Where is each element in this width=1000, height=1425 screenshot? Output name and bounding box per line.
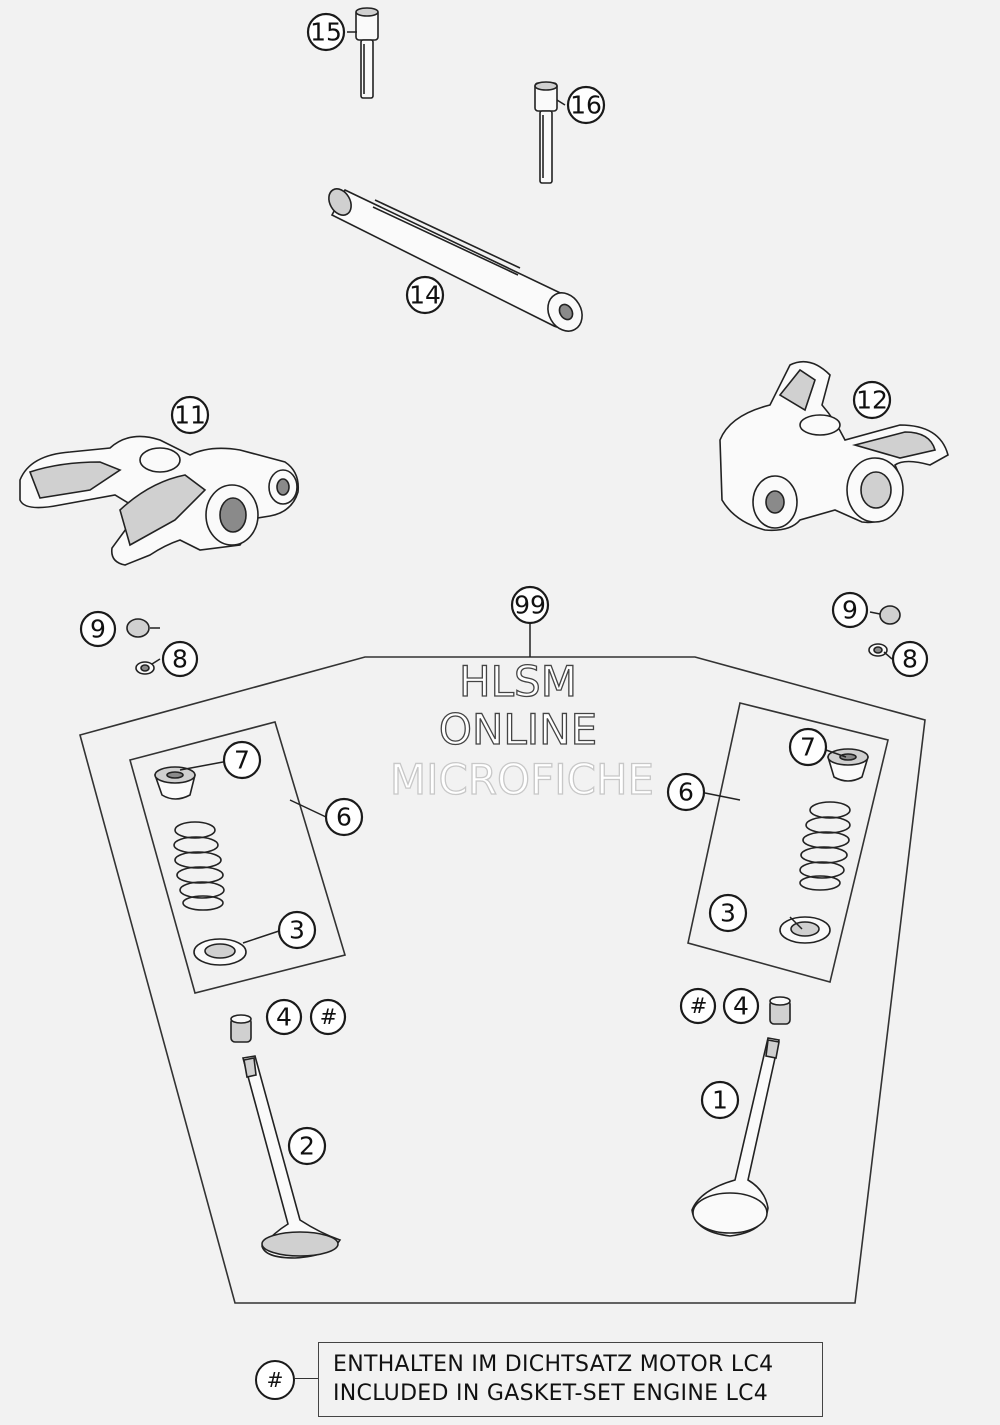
callout-3-left: 3	[277, 910, 317, 950]
callout-3-right-label: 3	[720, 899, 736, 928]
callout-1: 1	[700, 1080, 740, 1120]
callout-16: 16	[566, 85, 606, 125]
legend-hash-marker: #	[255, 1360, 295, 1400]
callout-15: 15	[306, 12, 346, 52]
callout-12: 12	[852, 380, 892, 420]
callout-1-label: 1	[712, 1086, 728, 1115]
callout-8-left-label: 8	[172, 645, 188, 674]
callout-hash-left-label: #	[320, 1005, 337, 1029]
callout-7-right-label: 7	[800, 733, 816, 762]
callout-6-right-label: 6	[678, 778, 694, 807]
callout-99-label: 99	[514, 591, 546, 620]
callout-4-right: 4	[722, 987, 760, 1025]
callout-hash-left: #	[309, 998, 347, 1036]
valve-2[interactable]	[241, 1055, 342, 1259]
clip-8-right[interactable]	[868, 643, 888, 657]
bolt-15[interactable]	[355, 7, 379, 99]
callout-4-right-label: 4	[733, 992, 749, 1021]
clip-8-left[interactable]	[135, 661, 155, 675]
valve-1[interactable]	[691, 1037, 780, 1237]
callout-2-label: 2	[299, 1132, 315, 1161]
callout-9-left: 9	[79, 610, 117, 648]
legend-line-english: INCLUDED IN GASKET-SET ENGINE LC4	[333, 1381, 769, 1406]
callout-12-label: 12	[856, 386, 888, 415]
valve-stem-seal-4-right[interactable]	[769, 996, 791, 1025]
legend-box: ENTHALTEN IM DICHTSATZ MOTOR LC4 INCLUDE…	[318, 1342, 823, 1417]
valve-spring-left[interactable]	[173, 821, 225, 911]
legend-line-german: ENTHALTEN IM DICHTSATZ MOTOR LC4	[333, 1352, 774, 1377]
callout-16-label: 16	[570, 91, 602, 120]
spring-seat-3-left[interactable]	[193, 938, 247, 966]
cap-9-left[interactable]	[126, 618, 150, 638]
callout-2: 2	[287, 1126, 327, 1166]
spring-retainer-7-left[interactable]	[154, 766, 196, 800]
cap-9-right[interactable]	[879, 605, 901, 625]
callout-99: 99	[510, 585, 550, 625]
spring-seat-3-right[interactable]	[779, 916, 831, 944]
spring-group-right-frame	[687, 702, 889, 983]
callout-hash-right-label: #	[690, 994, 707, 1018]
callout-8-right-label: 8	[902, 645, 918, 674]
watermark-line-1: HLSM	[459, 657, 577, 706]
watermark-line-3: MICROFICHE	[390, 755, 654, 804]
callout-11-label: 11	[174, 401, 206, 430]
legend-connector	[294, 1378, 318, 1379]
callout-8-right: 8	[891, 640, 929, 678]
callout-4-left-label: 4	[276, 1003, 292, 1032]
rocker-arm-11[interactable]	[19, 435, 300, 566]
leader-lines	[150, 31, 893, 944]
spring-group-left-frame	[129, 721, 347, 994]
callout-15-label: 15	[310, 18, 342, 47]
callout-6-left: 6	[324, 797, 364, 837]
callout-9-left-label: 9	[90, 615, 106, 644]
callout-hash-right: #	[679, 987, 717, 1025]
bolt-16[interactable]	[534, 81, 558, 184]
callout-7-right: 7	[788, 727, 828, 767]
callout-8-left: 8	[161, 640, 199, 678]
callout-9-right-label: 9	[842, 596, 858, 625]
rocker-arm-12[interactable]	[719, 360, 949, 532]
callout-7-left-label: 7	[234, 746, 250, 775]
callout-6-left-label: 6	[336, 803, 352, 832]
callout-11: 11	[170, 395, 210, 435]
callout-4-left: 4	[265, 998, 303, 1036]
watermark-line-2: ONLINE	[439, 705, 597, 754]
watermark: HLSM ONLINE MICROFICHE	[389, 656, 654, 804]
callout-14: 14	[405, 275, 445, 315]
callout-6-right: 6	[666, 772, 706, 812]
callout-9-right: 9	[831, 591, 869, 629]
valve-kit-frame	[79, 656, 926, 1304]
rocker-shaft-14[interactable]	[324, 185, 589, 337]
valve-spring-right[interactable]	[799, 801, 851, 891]
valve-stem-seal-4-left[interactable]	[230, 1014, 252, 1043]
callout-3-left-label: 3	[289, 916, 305, 945]
callout-3-right: 3	[708, 893, 748, 933]
spring-retainer-7-right[interactable]	[827, 748, 869, 782]
callout-7-left: 7	[222, 740, 262, 780]
callout-14-label: 14	[409, 281, 441, 310]
